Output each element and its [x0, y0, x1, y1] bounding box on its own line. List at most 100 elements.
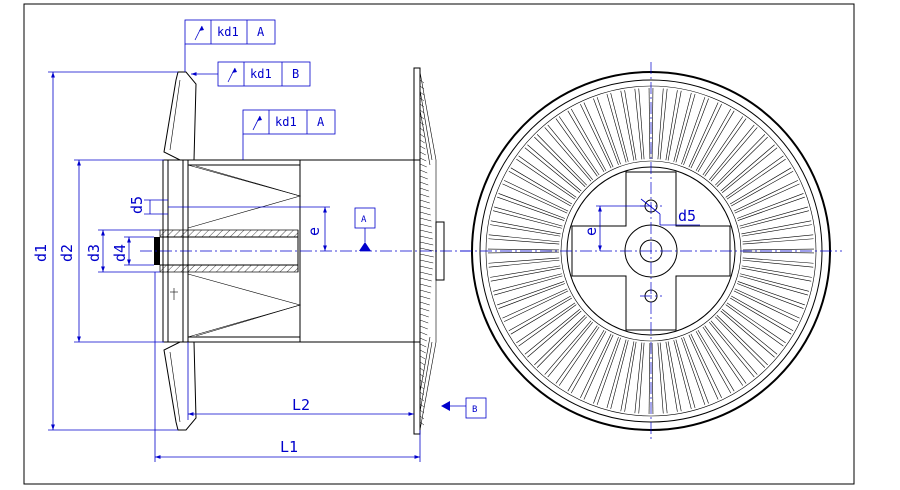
left-flange-outline-top [163, 71, 197, 161]
flange-tooth [419, 307, 430, 312]
flange-tooth [419, 289, 431, 294]
flange-tooth [419, 271, 433, 276]
flange-tooth [419, 157, 427, 162]
flange-tooth [419, 259, 434, 264]
front-rib [721, 147, 778, 193]
dim-d3-label: d3 [85, 244, 103, 262]
flange-tooth [419, 403, 425, 408]
front-rib [742, 251, 814, 254]
front-rib [731, 170, 794, 207]
front-rib [731, 295, 794, 332]
flange-tooth [419, 109, 425, 114]
front-rib [683, 98, 709, 166]
front-rib [715, 316, 766, 368]
front-rib [710, 127, 758, 182]
flange-tooth [419, 379, 425, 384]
flange-tooth [419, 187, 429, 192]
front-rib [593, 336, 619, 404]
flange-tooth [419, 121, 425, 126]
front-rib [610, 340, 629, 410]
front-rib [527, 144, 582, 192]
flange-tooth [419, 247, 434, 252]
front-rib [736, 193, 804, 219]
front-rib [648, 88, 651, 160]
front-rib [624, 341, 637, 412]
front-rib [736, 283, 804, 309]
front-rib [690, 103, 722, 169]
front-rib [593, 98, 619, 166]
front-rib [659, 342, 668, 414]
front-rib [583, 334, 614, 400]
front-rib [583, 102, 614, 168]
front-rib [518, 304, 577, 347]
front-rib [634, 88, 643, 160]
front-rib [740, 273, 810, 292]
front-rib [508, 295, 571, 332]
front-rib [742, 248, 814, 251]
dim-d5-front-leader [640, 198, 661, 215]
flange-tooth [419, 325, 428, 330]
front-rib [690, 333, 722, 399]
front-rib [634, 342, 643, 414]
flange-tooth [419, 235, 433, 240]
front-rib [638, 342, 645, 414]
front-rib [493, 275, 563, 296]
front-rib [721, 309, 778, 355]
svg-text:A: A [317, 115, 325, 129]
front-rib [665, 90, 678, 161]
front-rib [510, 167, 573, 205]
front-rib [742, 238, 814, 245]
front-rib [716, 315, 768, 366]
front-rib [715, 134, 766, 186]
front-rib [497, 281, 565, 306]
flange-tooth [419, 283, 432, 288]
front-rib [734, 288, 800, 319]
front-rib [516, 302, 576, 344]
front-rib [741, 224, 812, 237]
dim-e-front-label: e [582, 227, 600, 236]
front-rib [688, 334, 719, 400]
front-rib [648, 342, 651, 414]
svg-text:kd1: kd1 [275, 115, 297, 129]
front-rib [567, 110, 605, 173]
front-rib [742, 234, 814, 243]
flange-tooth [419, 97, 425, 102]
dim-d5-front-label: d5 [678, 207, 696, 225]
front-rib [726, 302, 786, 344]
front-rib [570, 331, 607, 394]
front-rib [704, 325, 747, 384]
flange-tooth [419, 391, 425, 396]
front-rib [524, 147, 581, 193]
drawing-frame [23, 3, 855, 485]
internal-rib-upper [187, 164, 302, 229]
dim-d5-side-label: d5 [128, 196, 146, 214]
svg-text:A: A [361, 215, 367, 225]
front-rib [741, 265, 812, 278]
flange-tooth [419, 133, 425, 138]
front-rib [527, 310, 582, 358]
flange-tooth [419, 205, 431, 210]
front-rib [580, 333, 612, 399]
front-rib [488, 251, 560, 254]
front-rib [488, 259, 560, 268]
front-rib [524, 309, 581, 355]
flange-tooth [419, 145, 426, 150]
front-rib [544, 320, 592, 375]
flange-tooth [419, 151, 426, 156]
front-rib [580, 103, 612, 169]
front-rib [697, 329, 735, 392]
front-rib [488, 238, 560, 245]
front-rib [716, 136, 768, 187]
dim-d1-label: d1 [32, 244, 50, 262]
front-rib [606, 339, 627, 409]
datum-a: A [354, 207, 376, 251]
flange-tooth [419, 355, 426, 360]
front-rib [720, 310, 775, 358]
front-rib [695, 108, 732, 171]
front-cross [571, 171, 731, 331]
bore-hatch-top [159, 229, 299, 238]
front-rib [547, 124, 593, 181]
front-rib [547, 321, 593, 378]
flange-tooth [419, 253, 434, 258]
front-rib [638, 88, 645, 160]
